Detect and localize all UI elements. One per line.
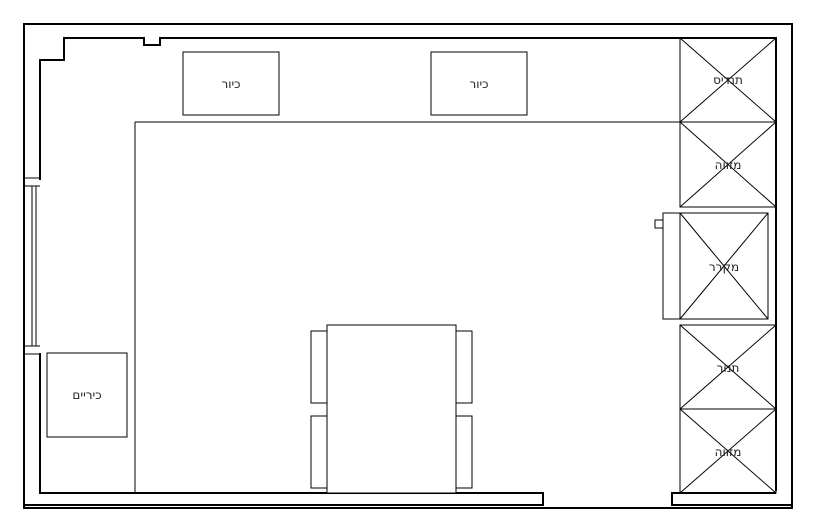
wall-top-left xyxy=(39,37,777,491)
fridge: מקרר xyxy=(654,212,769,320)
sink-right: כיור xyxy=(430,51,528,116)
table-top xyxy=(326,324,457,494)
outer-boundary xyxy=(23,23,793,509)
wall-left-lower xyxy=(24,353,544,506)
wall-bottom-right xyxy=(671,492,792,506)
chair-right-top xyxy=(455,330,473,404)
chair-left-top xyxy=(310,330,328,404)
cabinet-top-1: תנדיס xyxy=(679,37,777,123)
cabinet-bottom-2-label: מזווה xyxy=(715,445,742,459)
cabinet-bottom-1-label: תנור xyxy=(717,361,740,375)
sink-left-label: כיור xyxy=(221,77,240,91)
dining-table xyxy=(310,324,473,494)
cabinet-top-2: מזווה xyxy=(679,121,777,208)
stove: כיריים xyxy=(46,352,128,438)
stove-label: כיריים xyxy=(72,388,101,402)
fridge-handle xyxy=(654,219,664,229)
chair-left-bottom xyxy=(310,415,328,489)
cabinet-top-1-label: תנדיס xyxy=(713,73,743,87)
cabinet-top-2-label: מזווה xyxy=(715,158,742,172)
cabinet-bottom-2: מזווה xyxy=(679,408,777,494)
cabinet-bottom-1: תנור xyxy=(679,324,777,410)
sink-right-label: כיור xyxy=(469,77,488,91)
fridge-label: מקרר xyxy=(709,260,739,274)
window xyxy=(24,177,40,355)
chair-right-bottom xyxy=(455,415,473,489)
sink-left: כיור xyxy=(182,51,280,116)
